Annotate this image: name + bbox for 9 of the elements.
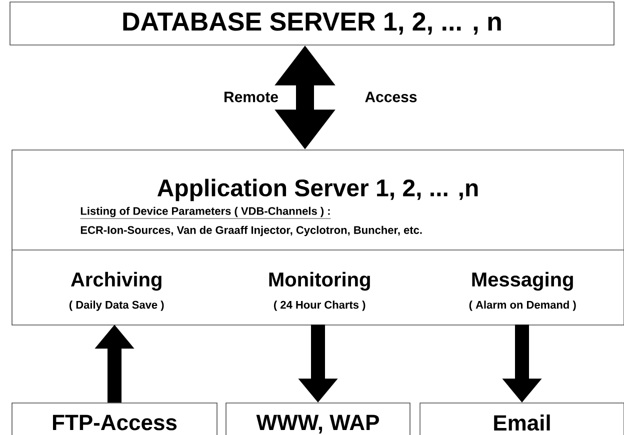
side-label: Access xyxy=(365,92,417,102)
side-label: Remote xyxy=(224,92,278,102)
service-column: Messaging ( Alarm on Demand ) xyxy=(469,272,576,311)
client-box: FTP-Access xyxy=(12,402,218,435)
client-box: Email xyxy=(420,402,624,435)
client-box: WWW, WAP xyxy=(226,402,410,435)
service-column: Monitoring ( 24 Hour Charts ) xyxy=(269,272,370,311)
server-box: DATABASE SERVER 1, 2, ... , n xyxy=(10,2,614,46)
service-column: Archiving ( Daily Data Save ) xyxy=(69,272,164,311)
